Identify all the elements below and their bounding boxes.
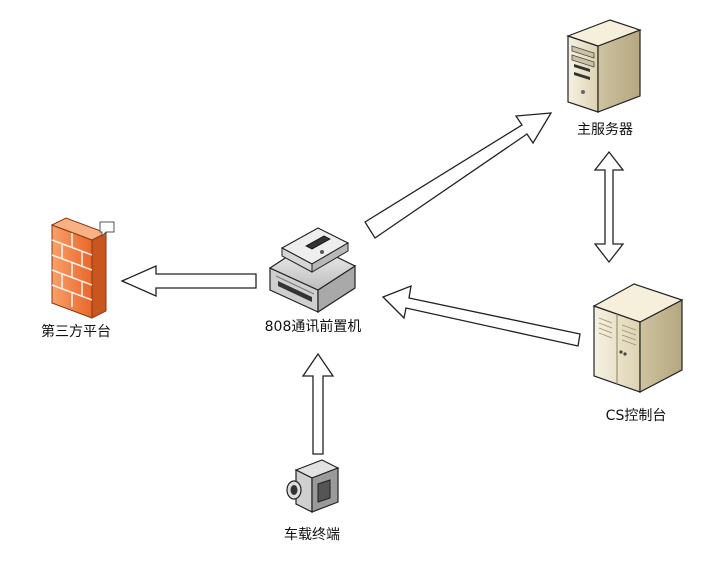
gateway-label: 808通讯前置机 <box>264 319 362 335</box>
arrow-main-server-cs-console <box>593 150 625 264</box>
arrow-gateway-to-third-party <box>120 265 257 297</box>
third-party-label: 第三方平台 <box>41 324 111 340</box>
arrow-gateway-to-main-server <box>364 112 553 239</box>
arrow-vehicle-terminal-to-gateway <box>301 352 335 455</box>
server-cabinet-icon <box>592 283 684 393</box>
speech-bubble-icon <box>99 221 115 238</box>
cs-console-label: CS控制台 <box>605 408 667 424</box>
tower-server-icon <box>566 19 642 113</box>
camcorder-icon <box>286 459 340 513</box>
vehicle-terminal-label: 车载终端 <box>284 527 340 543</box>
firewall-icon <box>50 217 108 319</box>
arrow-cs-console-to-gateway <box>381 284 581 347</box>
main-server-label: 主服务器 <box>577 122 633 138</box>
printer-gateway-icon <box>268 227 357 314</box>
